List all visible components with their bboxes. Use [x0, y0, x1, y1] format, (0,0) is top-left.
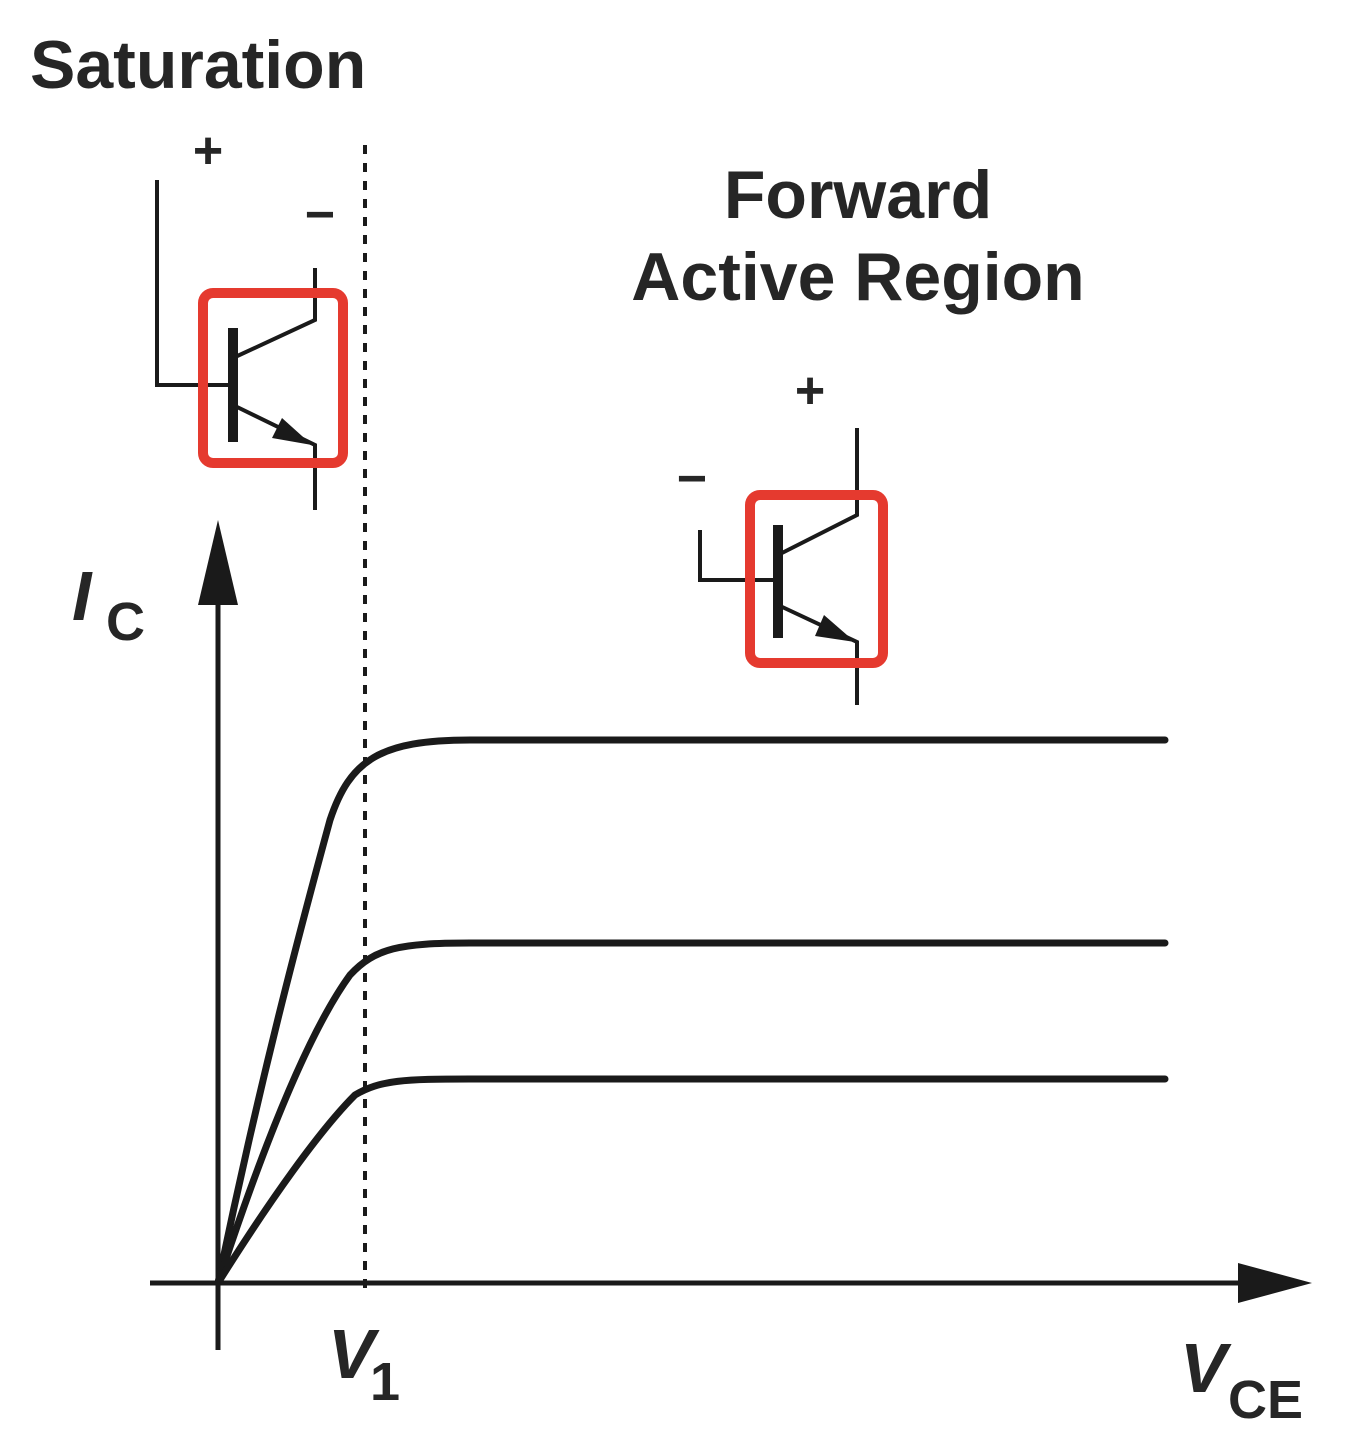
saturation-emitter-arrow	[272, 418, 312, 445]
characteristic-curves	[214, 736, 1169, 1287]
saturation-highlight-box	[198, 288, 348, 468]
forward-base-lead	[698, 530, 778, 582]
forward-plus-sign: +	[795, 362, 825, 420]
v1-label-main: V	[328, 1315, 380, 1393]
vce-label-sub: CE	[1228, 1370, 1303, 1430]
axes	[150, 520, 1312, 1350]
forward-active-transistor: + −	[677, 362, 888, 705]
forward-emitter	[777, 603, 859, 705]
saturation-base-lead	[155, 180, 233, 387]
v1-label-sub: 1	[370, 1352, 400, 1412]
v1-axis-label: V 1	[328, 1315, 400, 1412]
ic-axis-label: I C	[72, 557, 145, 652]
saturation-emitter	[232, 403, 317, 510]
ic-label-main: I	[72, 557, 93, 635]
forward-active-label-line2: Active Region	[631, 239, 1084, 315]
saturation-transistor: + −	[155, 122, 348, 510]
forward-collector	[777, 428, 859, 557]
curve-top	[214, 736, 1169, 1287]
curve-bottom	[214, 1075, 1169, 1287]
y-axis-arrow	[198, 520, 238, 605]
forward-highlight-box	[745, 490, 888, 668]
x-axis-arrow	[1238, 1263, 1312, 1303]
vce-label-main: V	[1180, 1329, 1232, 1407]
ic-label-sub: C	[106, 592, 145, 652]
forward-active-label-line1: Forward	[724, 157, 992, 233]
saturation-collector	[232, 268, 317, 360]
saturation-label: Saturation	[30, 27, 366, 103]
forward-emitter-arrow	[815, 615, 855, 642]
saturation-minus-sign: −	[305, 186, 335, 244]
forward-minus-sign: −	[677, 450, 707, 508]
saturation-plus-sign: +	[193, 122, 223, 180]
vce-axis-label: V CE	[1180, 1329, 1303, 1430]
curve-middle	[214, 939, 1169, 1287]
